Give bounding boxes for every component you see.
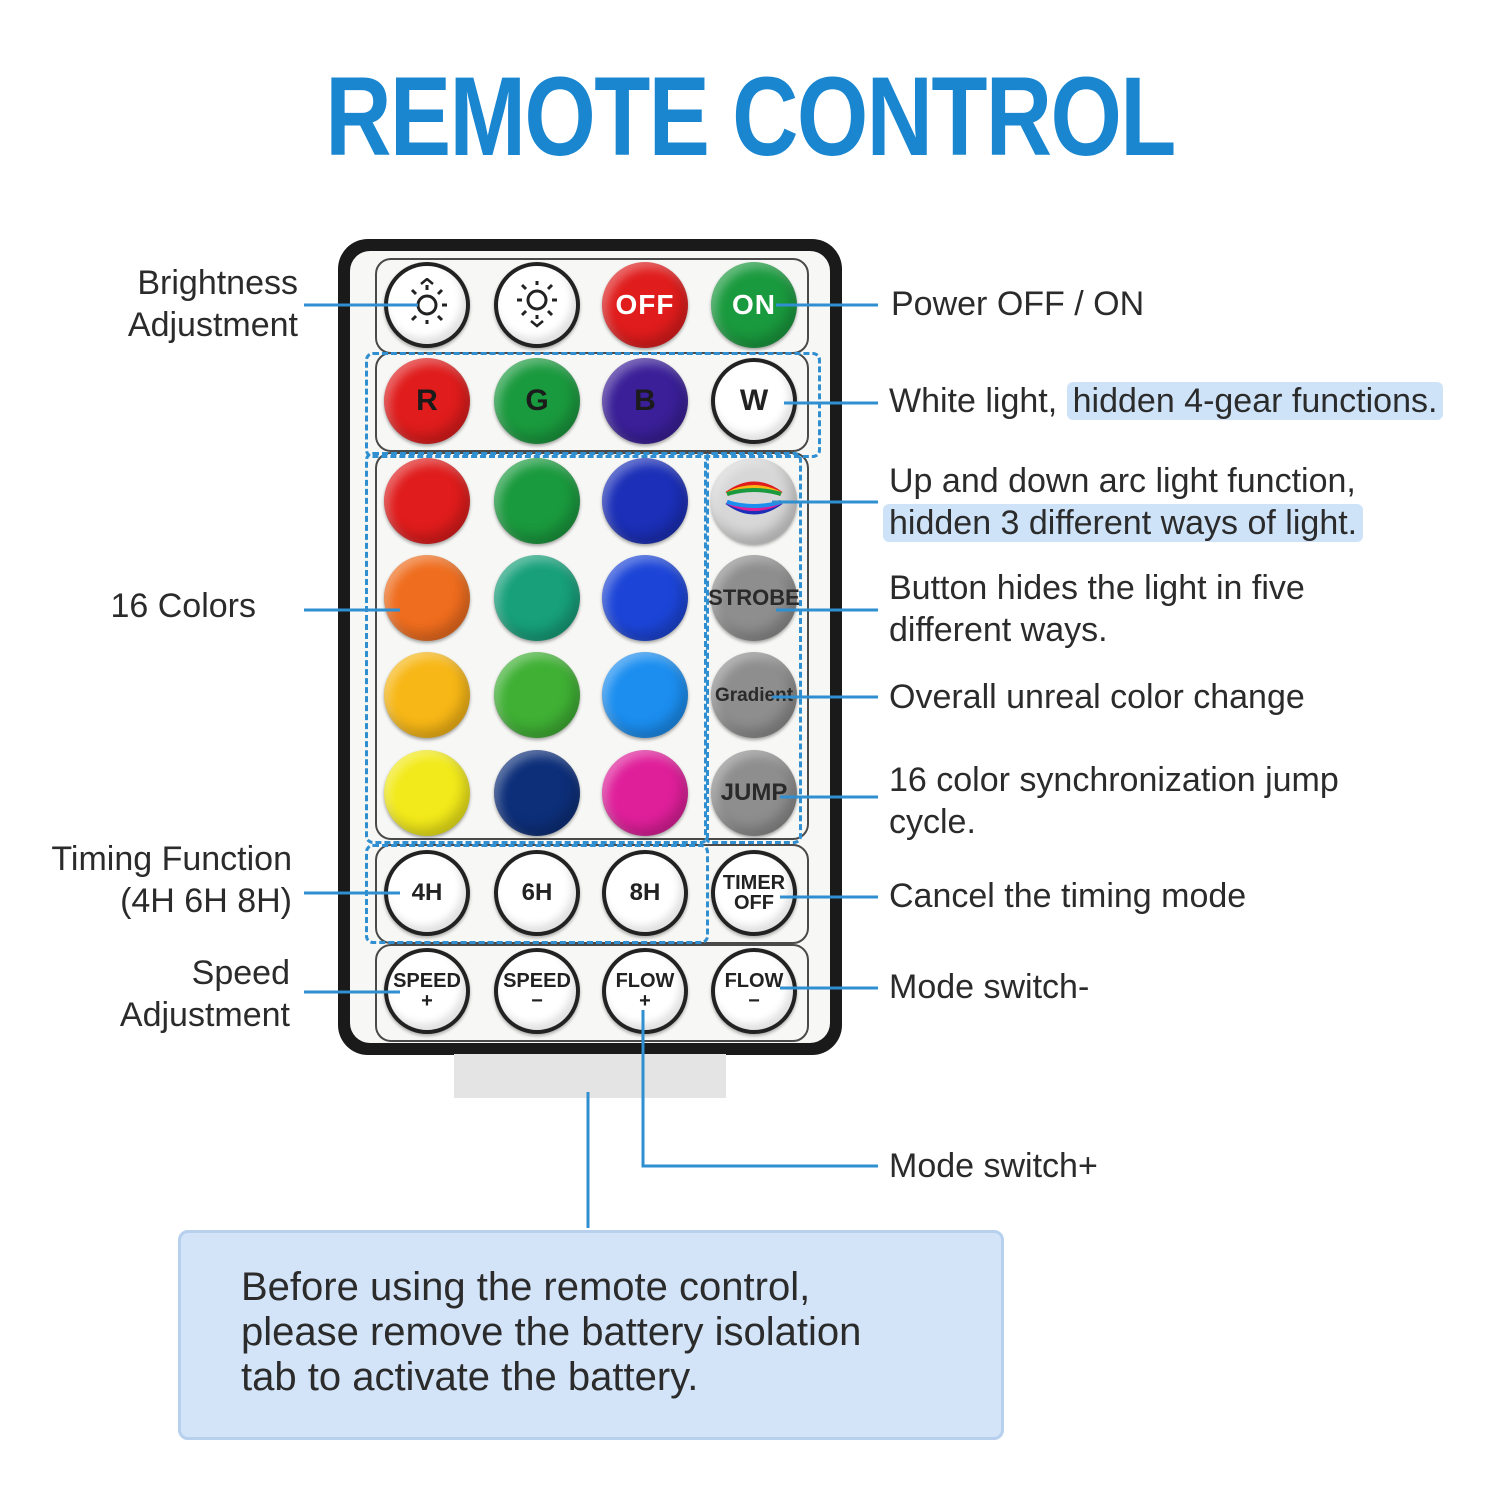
label-power: Power OFF / ON (891, 285, 1145, 323)
label-arc-line-1: Up and down arc light function, (889, 462, 1356, 500)
label-arc-light: Up and down arc light function, hidden 3… (883, 460, 1364, 544)
red-button[interactable]: R (384, 358, 470, 444)
color-button-8[interactable] (494, 652, 580, 738)
label-gradient: Overall unreal color change (889, 678, 1305, 716)
page-title: REMOTE CONTROL (325, 54, 1176, 179)
speed-minus-button[interactable]: SPEED − (494, 948, 580, 1034)
label-16-colors: 16 Colors (110, 587, 256, 625)
timer-8h-button[interactable]: 8H (602, 850, 688, 936)
label-mode-minus: Mode switch- (889, 968, 1090, 1006)
blue-button[interactable]: B (602, 358, 688, 444)
green-button[interactable]: G (494, 358, 580, 444)
label-white-light-highlight: hidden 4-gear functions. (1066, 382, 1444, 420)
label-speed-adjustment: Speed Adjustment (119, 954, 290, 1034)
color-button-6[interactable] (602, 555, 688, 641)
label-brightness-adjustment: Brightness Adjustment (127, 264, 298, 344)
flow-plus-button[interactable]: FLOW + (602, 948, 688, 1034)
color-button-1[interactable] (384, 458, 470, 544)
jump-button[interactable]: JUMP (711, 750, 797, 836)
battery-note-box: Before using the remote control, please … (178, 1230, 1004, 1440)
timer-6h-button[interactable]: 6H (494, 850, 580, 936)
sun-down-icon (512, 278, 562, 333)
color-button-7[interactable] (384, 652, 470, 738)
off-button[interactable]: OFF (602, 262, 688, 348)
rgbw-dashed-highlight (365, 352, 821, 458)
battery-note-text: Before using the remote control, please … (241, 1265, 862, 1399)
label-arc-line-2: hidden 3 different ways of light. (883, 504, 1364, 542)
color-button-11[interactable] (494, 750, 580, 836)
white-button[interactable]: W (711, 358, 797, 444)
colors-dashed-highlight (365, 452, 709, 844)
battery-isolation-tab[interactable] (454, 1054, 726, 1098)
label-jump: 16 color synchronization jump cycle. (889, 761, 1339, 841)
label-strobe: Button hides the light in five different… (889, 569, 1305, 649)
modes-dashed-highlight (704, 452, 802, 844)
color-button-5[interactable] (494, 555, 580, 641)
label-timing-function: Timing Function (4H 6H 8H) (51, 840, 292, 920)
color-button-3[interactable] (602, 458, 688, 544)
label-white-light: White light, hidden 4-gear functions. (889, 380, 1444, 422)
color-button-10[interactable] (384, 750, 470, 836)
flow-minus-button[interactable]: FLOW − (711, 948, 797, 1034)
color-button-2[interactable] (494, 458, 580, 544)
color-button-9[interactable] (602, 652, 688, 738)
arc-light-button[interactable] (711, 458, 797, 544)
color-button-4[interactable] (384, 555, 470, 641)
color-button-12[interactable] (602, 750, 688, 836)
brightness-down-button[interactable] (494, 262, 580, 348)
label-white-light-text: White light, (889, 382, 1067, 420)
label-timer-cancel: Cancel the timing mode (889, 877, 1247, 915)
timer-off-button[interactable]: TIMER OFF (711, 850, 797, 936)
label-mode-plus: Mode switch+ (889, 1147, 1098, 1185)
timer-4h-button[interactable]: 4H (384, 850, 470, 936)
strobe-button[interactable]: STROBE (708, 555, 800, 641)
gradient-button[interactable]: Gradient (711, 652, 797, 738)
